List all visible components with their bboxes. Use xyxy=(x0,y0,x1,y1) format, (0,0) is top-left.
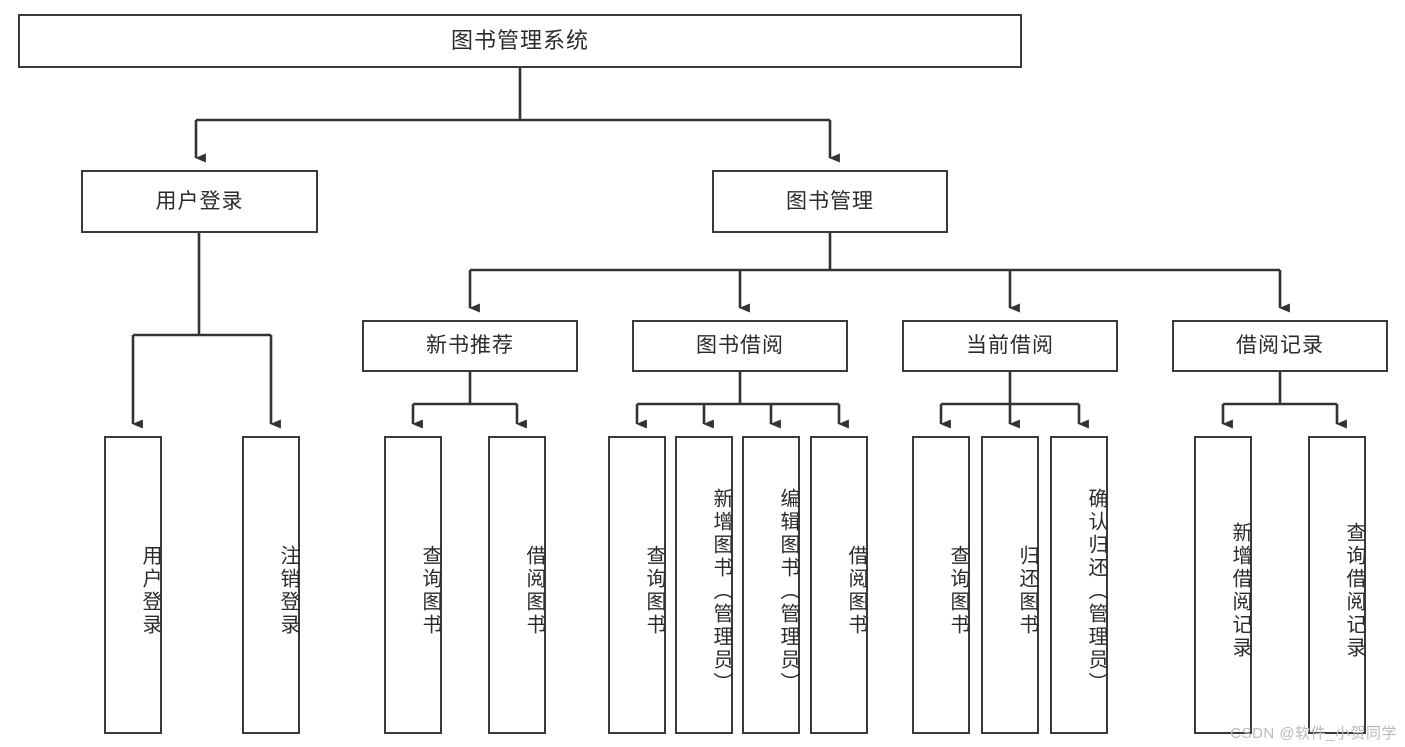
node-label: 图书管理 xyxy=(786,189,874,213)
node-label: 新增借阅记录 xyxy=(1229,522,1251,660)
node-label: 确认归还（管理员） xyxy=(1085,487,1107,695)
leaf-new-book-borrow[interactable]: 借阅图书 xyxy=(488,436,546,734)
node-book-management[interactable]: 图书管理 xyxy=(712,170,948,233)
node-label: 新增图书（管理员） xyxy=(710,487,732,695)
node-label: 借阅图书 xyxy=(845,545,867,637)
leaf-borrow-record-add[interactable]: 新增借阅记录 xyxy=(1194,436,1252,734)
node-user-login[interactable]: 用户登录 xyxy=(81,170,318,233)
node-label: 查询图书 xyxy=(643,545,665,637)
leaf-book-borrow-add[interactable]: 新增图书（管理员） xyxy=(675,436,733,734)
leaf-current-borrow-query[interactable]: 查询图书 xyxy=(912,436,970,734)
node-label: 查询图书 xyxy=(947,545,969,637)
node-current-borrow[interactable]: 当前借阅 xyxy=(902,320,1118,372)
node-label: 用户登录 xyxy=(155,189,244,213)
leaf-book-borrow-borrow[interactable]: 借阅图书 xyxy=(810,436,868,734)
watermark: CSDN @软件_小贺同学 xyxy=(1230,725,1397,742)
leaf-book-borrow-edit[interactable]: 编辑图书（管理员） xyxy=(742,436,800,734)
node-label: 借阅图书 xyxy=(523,545,545,637)
node-label: 新书推荐 xyxy=(426,334,514,358)
node-label: 图书借阅 xyxy=(696,334,784,358)
node-label: 查询借阅记录 xyxy=(1343,522,1365,660)
node-label: 查询图书 xyxy=(419,545,441,637)
node-label: 借阅记录 xyxy=(1236,334,1324,358)
leaf-user-login-logout[interactable]: 注销登录 xyxy=(242,436,300,734)
leaf-new-book-query[interactable]: 查询图书 xyxy=(384,436,442,734)
leaf-current-borrow-confirm-return[interactable]: 确认归还（管理员） xyxy=(1050,436,1108,734)
node-borrow-record[interactable]: 借阅记录 xyxy=(1172,320,1388,372)
node-label: 归还图书 xyxy=(1016,545,1038,637)
node-book-borrow[interactable]: 图书借阅 xyxy=(632,320,848,372)
leaf-user-login-login[interactable]: 用户登录 xyxy=(104,436,162,734)
node-label: 用户登录 xyxy=(139,545,161,637)
leaf-borrow-record-query[interactable]: 查询借阅记录 xyxy=(1308,436,1366,734)
node-root-system[interactable]: 图书管理系统 xyxy=(18,14,1022,68)
node-label: 当前借阅 xyxy=(966,334,1054,358)
leaf-current-borrow-return[interactable]: 归还图书 xyxy=(981,436,1039,734)
node-label: 编辑图书（管理员） xyxy=(777,487,799,695)
node-new-book-recommend[interactable]: 新书推荐 xyxy=(362,320,578,372)
node-label: 图书管理系统 xyxy=(450,27,589,53)
leaf-book-borrow-query[interactable]: 查询图书 xyxy=(608,436,666,734)
node-label: 注销登录 xyxy=(277,545,299,637)
